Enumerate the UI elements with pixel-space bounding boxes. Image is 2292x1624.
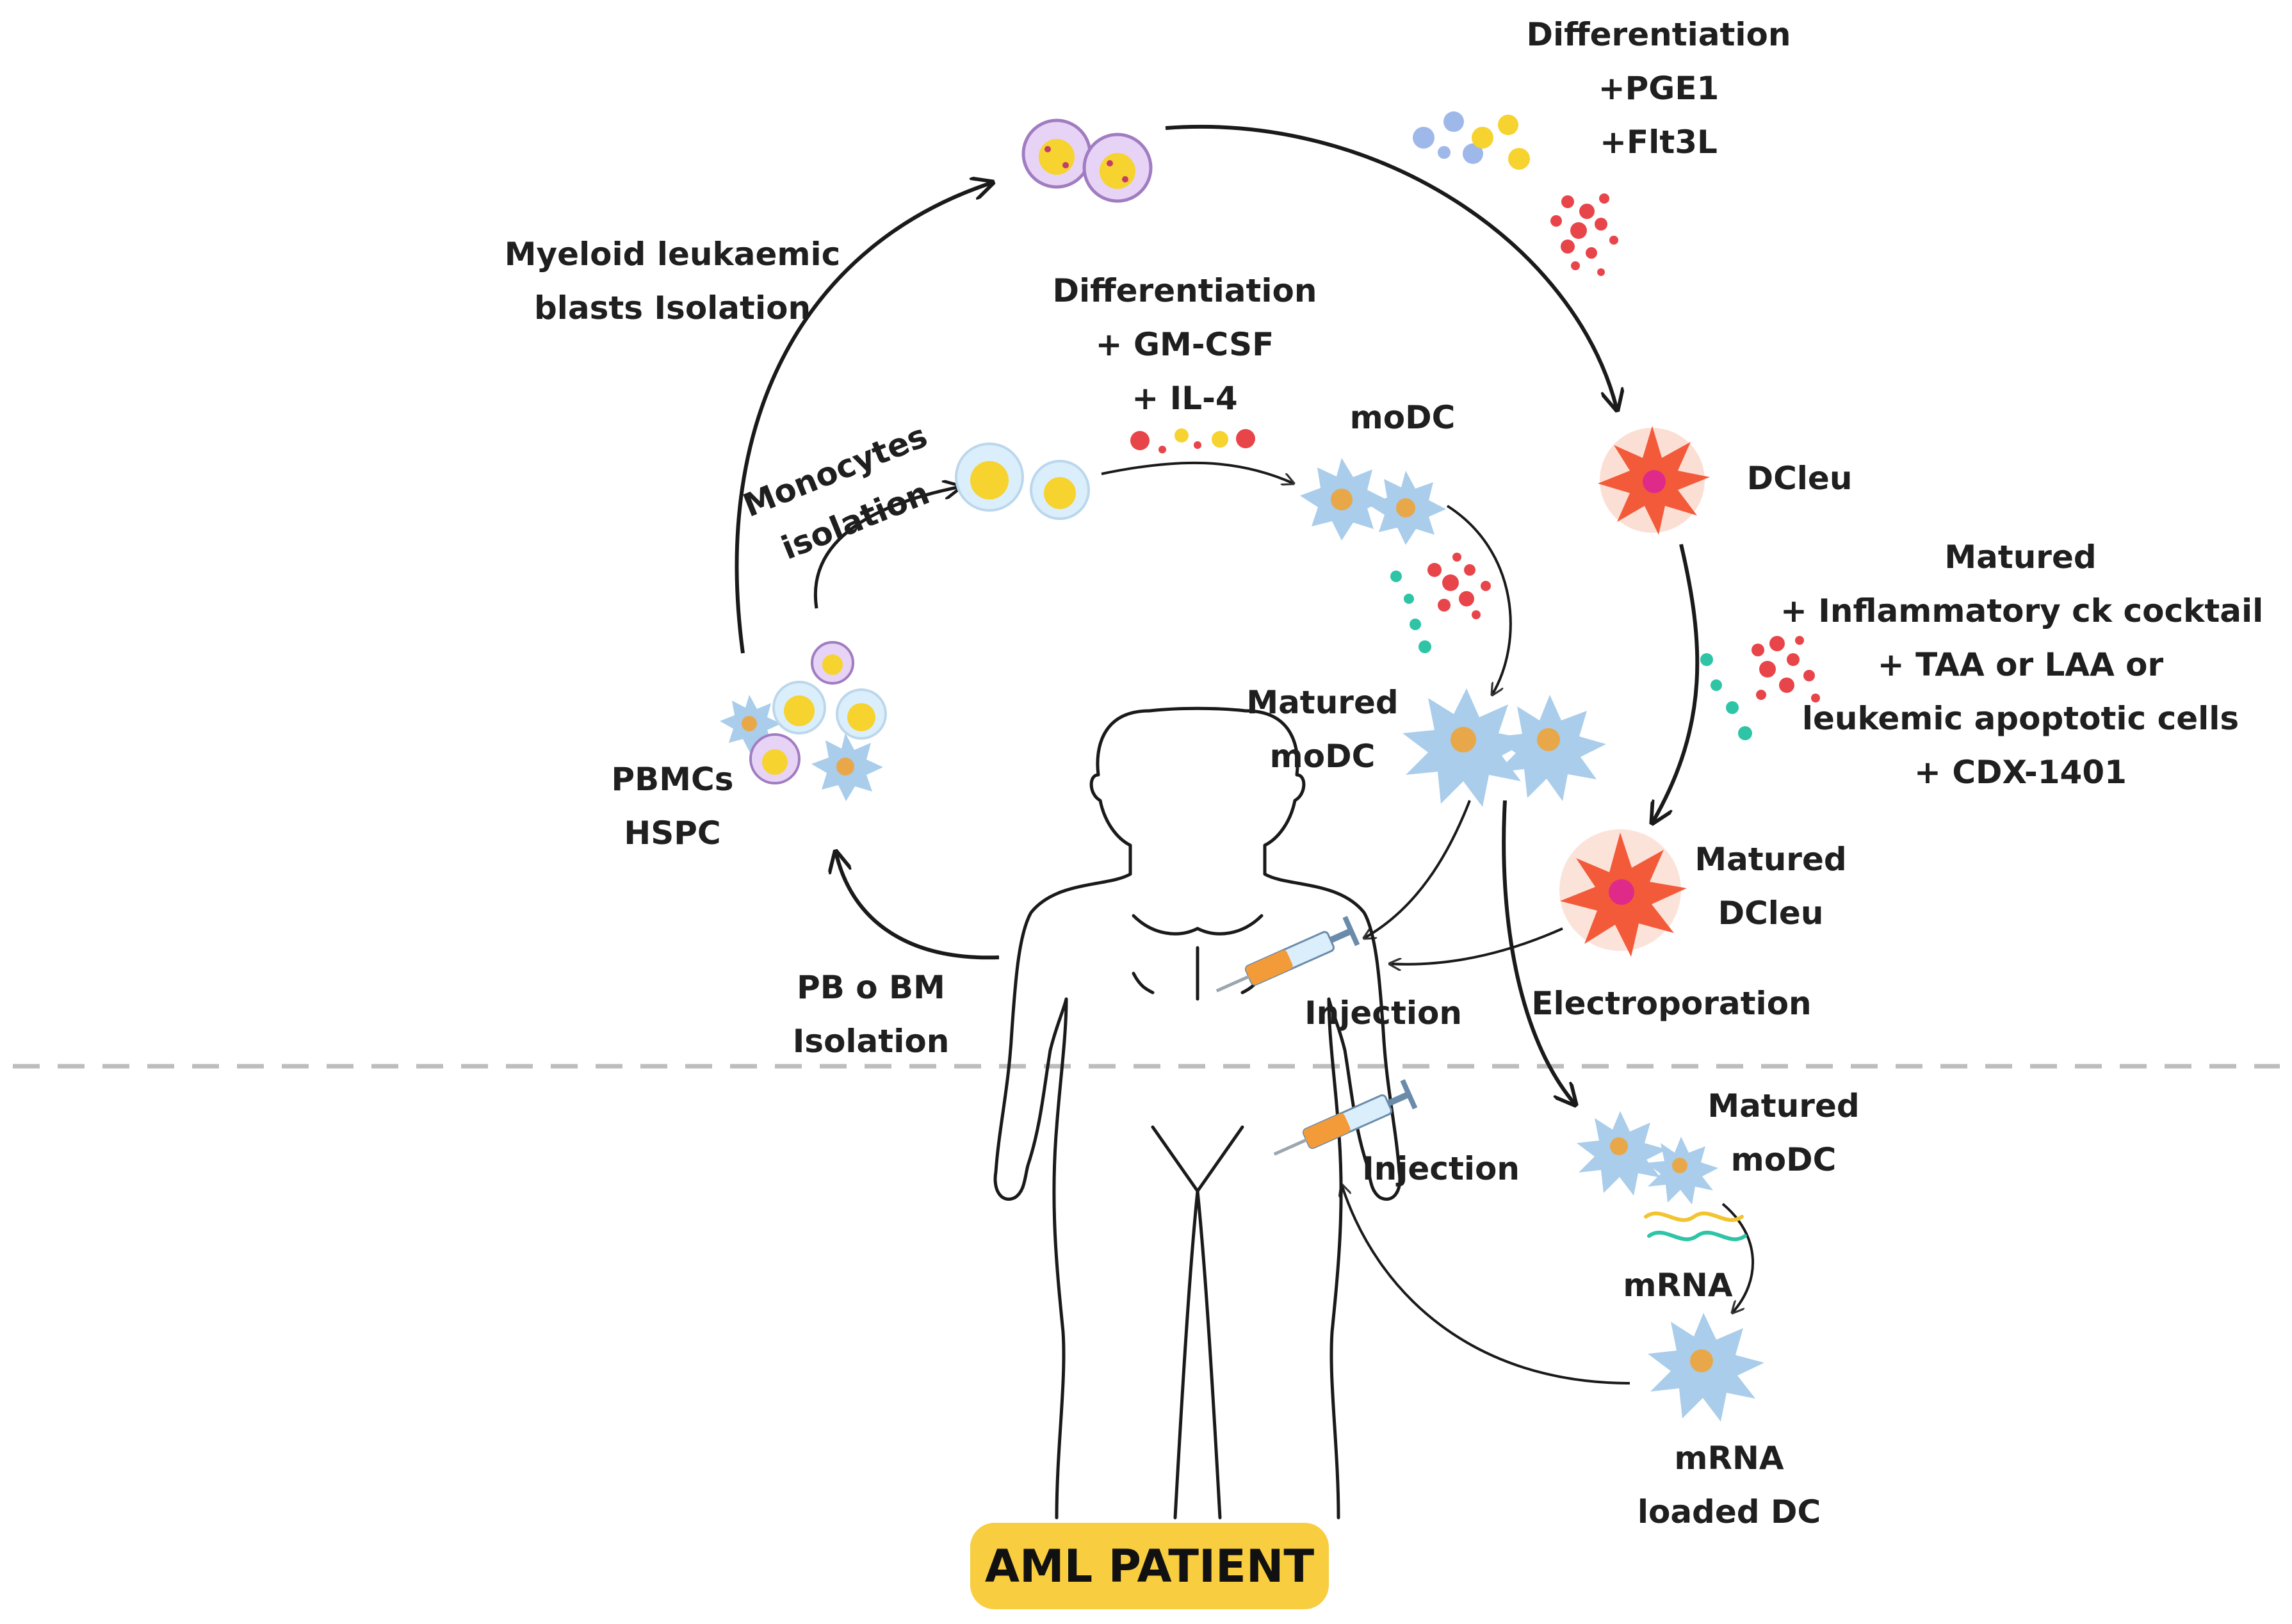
label-modc: moDC <box>1349 399 1456 436</box>
mrna-strands <box>1644 1211 1747 1242</box>
label-line: + Inflammatory ck cocktail <box>1780 592 2264 629</box>
syringe-upper <box>1215 916 1360 993</box>
label-line: moDC <box>1269 738 1376 775</box>
label-injection-lower: Injection <box>1362 1150 1520 1187</box>
label-line: Isolation <box>792 1023 950 1060</box>
label-line: leukemic apoptotic cells <box>1801 700 2239 737</box>
label-line: HSPC <box>624 815 721 852</box>
arrow-pb-bm-isolation <box>836 852 1000 960</box>
label-line: Myeloid leukaemic <box>504 236 841 273</box>
label-mrna: mRNA <box>1623 1267 1733 1304</box>
aml-patient-badge: AML PATIENT <box>970 1523 1329 1609</box>
modc-cells <box>1300 458 1446 545</box>
label-myeloid-blasts-isolation: Myeloid leukaemic blasts Isolation <box>474 227 871 335</box>
arrow-mrna-dc-to-injection <box>1342 1185 1630 1384</box>
label-matured-modc: Matured moDC <box>1230 676 1415 783</box>
matured-dcleu-cell <box>1559 829 1687 957</box>
label-matured-cocktail: Matured + Inflammatory ck cocktail + TAA… <box>1780 530 2264 799</box>
matured-modc-cells <box>1402 688 1606 807</box>
arrow-dcleu-to-matured <box>1652 544 1700 823</box>
label-dcleu: DCleu <box>1746 460 1853 497</box>
label-line: Matured <box>1246 684 1399 721</box>
lower-modc-cells <box>1577 1111 1718 1205</box>
label-pb-bm-isolation: PB o BM Isolation <box>775 961 967 1068</box>
cytokine-dots-flt3l <box>1550 193 1618 276</box>
arrow-myeloid-isolation <box>735 183 993 654</box>
monocyte-cells <box>955 443 1090 520</box>
cytokine-dots-gm-csf <box>1130 428 1255 453</box>
label-line: +Flt3L <box>1600 124 1718 161</box>
arrow-blasts-to-dcleu <box>1165 124 1617 410</box>
mrna-loaded-dc-cell <box>1648 1313 1764 1422</box>
label-line: Differentiation <box>1052 272 1317 309</box>
label-line: Matured <box>1707 1087 1860 1125</box>
blast-cells-top <box>1021 118 1153 203</box>
cytokine-dots-matured-modc <box>1390 553 1491 653</box>
label-matured-modc-lower: Matured moDC <box>1691 1079 1876 1187</box>
label-pbmcs-hspc: PBMCs HSPC <box>583 752 762 860</box>
label-line: loaded DC <box>1637 1493 1821 1531</box>
label-line: Matured <box>1695 841 1847 878</box>
label-matured-dcleu: Matured DCleu <box>1678 832 1864 940</box>
arrow-electroporation <box>1502 800 1575 1105</box>
label-differentiation-gm-csf-il4: Differentiation + GM-CSF + IL-4 <box>1025 264 1345 425</box>
pbmc-cells <box>720 641 887 801</box>
label-line: PB o BM <box>797 969 945 1006</box>
arrow-monocytes-isolation <box>814 487 961 609</box>
dcleu-cell <box>1598 426 1710 535</box>
cytokine-dots-dcleu-maturation <box>1700 636 1820 740</box>
human-figure <box>993 706 1402 1520</box>
label-electroporation: Electroporation <box>1531 985 1812 1022</box>
label-line: +PGE1 <box>1598 70 1719 107</box>
label-injection-upper: Injection <box>1304 995 1462 1032</box>
label-line: blasts Isolation <box>533 289 811 327</box>
label-line: + TAA or LAA or <box>1877 646 2164 683</box>
label-line: moDC <box>1730 1141 1837 1178</box>
label-line: + IL-4 <box>1132 380 1238 417</box>
arrow-monocytes-to-modc <box>1101 461 1294 483</box>
label-line: Differentiation <box>1526 16 1791 53</box>
arrow-dcleu-to-injection <box>1390 927 1563 964</box>
arrow-lower-modc-to-mrna-dc <box>1721 1203 1755 1313</box>
label-line: PBMCs <box>611 761 734 798</box>
label-line: Matured <box>1944 539 2097 576</box>
syringe-lower <box>1273 1079 1418 1156</box>
label-differentiation-pge1-flt3l: Differentiation +PGE1 +Flt3L <box>1479 8 1838 169</box>
arrow-modc-to-matured <box>1446 505 1512 695</box>
label-mrna-loaded-dc: mRNA loaded DC <box>1627 1431 1832 1539</box>
label-line: + CDX-1401 <box>1914 754 2127 791</box>
label-line: + GM-CSF <box>1095 326 1274 363</box>
label-line: DCleu <box>1718 895 1824 932</box>
cytokine-dots-pge1 <box>1413 111 1530 170</box>
label-line: mRNA <box>1674 1440 1784 1477</box>
arrow-modc-to-injection <box>1364 800 1471 938</box>
